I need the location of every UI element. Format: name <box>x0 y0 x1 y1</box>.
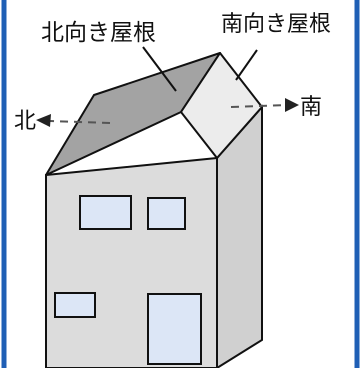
window-lower-left <box>54 292 96 318</box>
door <box>147 293 202 365</box>
south-dashed-line <box>230 104 289 108</box>
south-direction-label: 南 <box>300 95 322 120</box>
north-direction-label: 北 <box>14 109 36 134</box>
arrow-right-icon <box>285 98 299 112</box>
window-upper-left <box>79 195 132 230</box>
north-roof-label: 北向き屋根 <box>41 20 156 46</box>
south-roof <box>180 52 263 159</box>
window-upper-right <box>147 197 186 230</box>
arrow-left-icon <box>36 114 51 127</box>
north-dashed-line <box>49 120 111 124</box>
south-roof-label: 南向き屋根 <box>221 12 331 37</box>
north-roof-leader-line <box>142 46 177 92</box>
south-roof-leader-line <box>235 49 258 81</box>
